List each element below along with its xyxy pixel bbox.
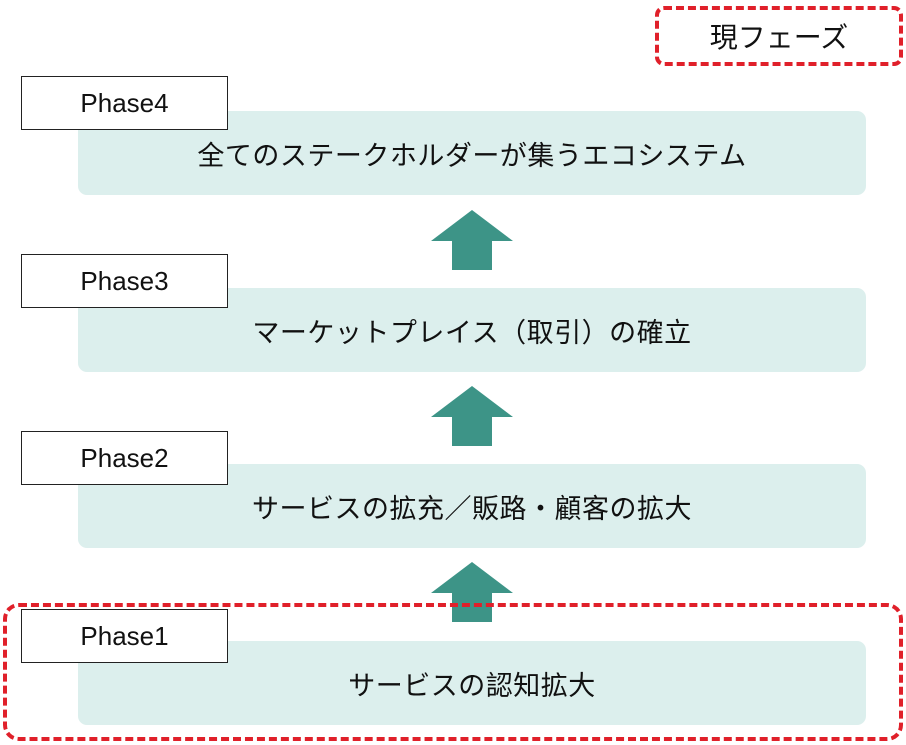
phase4-description: 全てのステークホルダーが集うエコシステム: [197, 140, 747, 172]
up-arrow-icon: [431, 386, 513, 446]
up-arrow-icon: [431, 562, 513, 622]
phase3-label: Phase3: [21, 254, 228, 308]
phase1-label-text: Phase1: [80, 620, 169, 651]
phase3-description: マーケットプレイス（取引）の確立: [252, 317, 692, 349]
phase1-label: Phase1: [21, 609, 228, 663]
phase4-label-text: Phase4: [80, 87, 169, 118]
phase3-label-text: Phase3: [80, 265, 169, 296]
phase1-description: サービスの認知拡大: [348, 670, 596, 702]
phase4-box: 全てのステークホルダーが集うエコシステム: [78, 111, 866, 195]
current-phase-tag: 現フェーズ: [655, 6, 903, 66]
phase2-label-text: Phase2: [80, 442, 169, 473]
current-phase-tag-label: 現フェーズ: [709, 21, 849, 54]
up-arrow-icon: [431, 210, 513, 270]
phase2-label: Phase2: [21, 431, 228, 485]
phase4-label: Phase4: [21, 76, 228, 130]
phase2-description: サービスの拡充／販路・顧客の拡大: [252, 493, 692, 525]
